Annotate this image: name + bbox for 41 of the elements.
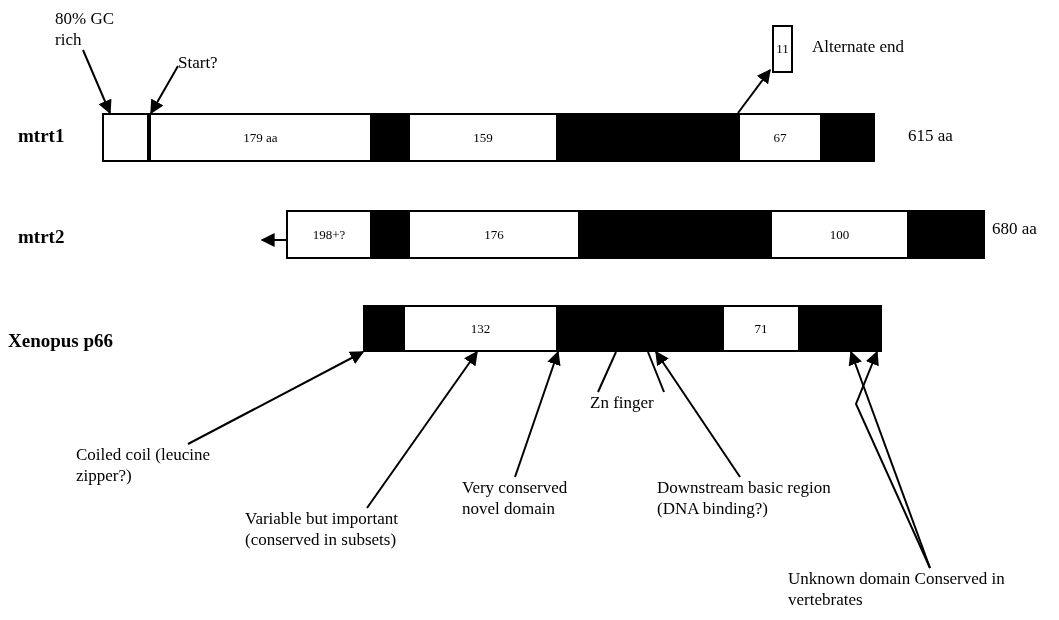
domain-segment: 159 (408, 113, 558, 162)
domain-segment: 176 (408, 210, 580, 259)
protein-name: Xenopus p66 (8, 330, 114, 351)
conserved-domain-block (580, 210, 770, 259)
domain-segment: 67 (738, 113, 822, 162)
annotation-label: Start? (178, 52, 248, 73)
domain-segment: 71 (722, 305, 800, 352)
conserved-domain-block (909, 210, 985, 259)
leader-line (647, 351, 665, 393)
annotation-label: Very conserved novel domain (462, 477, 602, 519)
annotation-label: Alternate end (812, 36, 905, 57)
alternate-exon-box: 11 (772, 25, 793, 73)
domain-segment: 100 (770, 210, 909, 259)
conserved-domain-block (372, 210, 408, 259)
arrow (82, 49, 112, 115)
arrow (655, 350, 741, 478)
annotation-label: Unknown domain Conserved in vertebrates (788, 568, 1028, 610)
annotation-label: 80% GC rich (55, 8, 115, 50)
length-label: 680 aa (992, 218, 1037, 239)
conserved-domain-block (558, 113, 738, 162)
domain-segment: 132 (403, 305, 558, 352)
annotation-label: Coiled coil (leucine zipper?) (76, 444, 216, 486)
conserved-domain-block (363, 305, 403, 352)
annotation-label: Downstream basic region (DNA binding?) (657, 477, 872, 519)
arrow (260, 233, 287, 247)
conserved-domain-block (372, 113, 408, 162)
arrow (514, 350, 561, 478)
conserved-domain-block (822, 113, 875, 162)
conserved-domain-block (800, 305, 882, 352)
domain-segment: 179 aa (149, 113, 372, 162)
annotation-label: Zn finger (590, 392, 680, 413)
protein-name: mtrt1 (18, 125, 65, 146)
length-label: 615 aa (908, 125, 953, 146)
annotation-label: Variable but important (conserved in subsets) (245, 508, 425, 550)
arrow (150, 65, 179, 115)
conserved-domain-block (558, 305, 722, 352)
arrow (366, 350, 478, 509)
protein-name: mtrt2 (18, 226, 65, 247)
arrow (737, 68, 771, 114)
arrow (187, 351, 365, 445)
leader-line (597, 351, 617, 393)
